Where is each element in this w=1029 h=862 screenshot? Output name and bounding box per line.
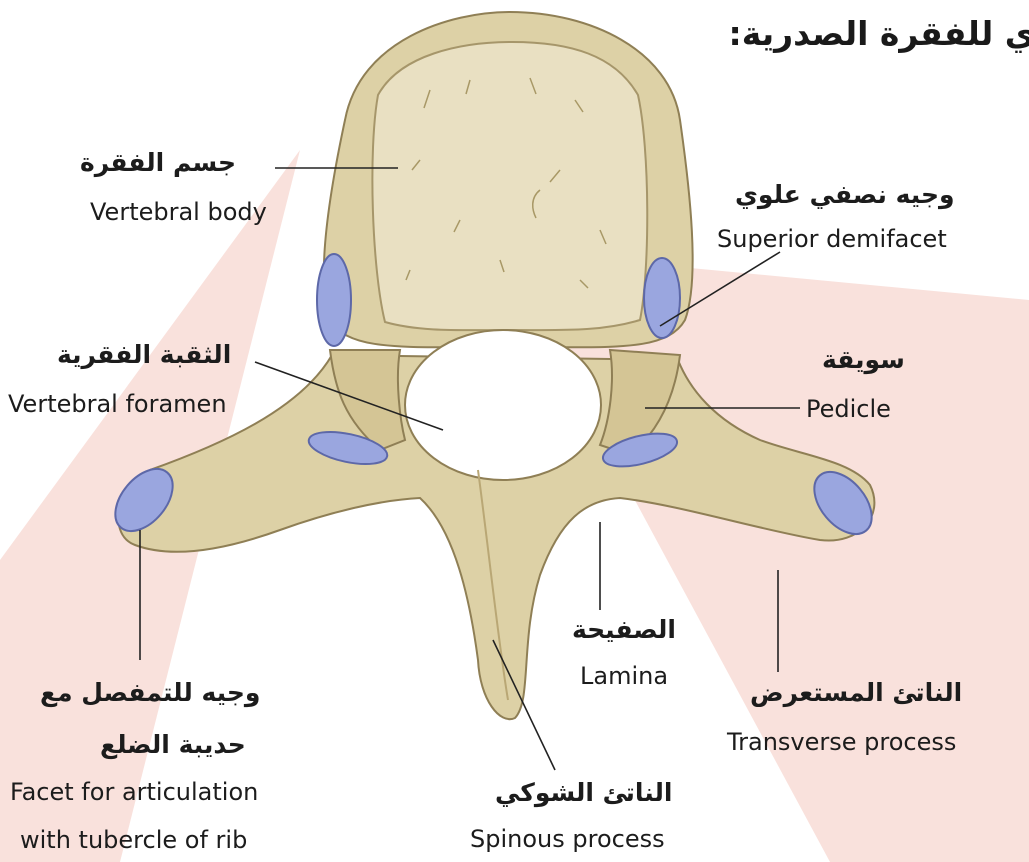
left-costal-demifacet: [317, 254, 351, 346]
label-lamina-en: Lamina: [580, 662, 668, 690]
label-rib-facet-en-line2: with tubercle of rib: [20, 826, 247, 854]
vertebral-foramen: [405, 330, 601, 480]
label-transverse-process-en: Transverse process: [727, 728, 956, 756]
label-superior-demifacet-en: Superior demifacet: [717, 225, 947, 253]
label-lamina-ar: الصفيحة: [572, 615, 676, 644]
label-rib-facet-ar-line2: حديبة الضلع: [100, 730, 246, 759]
label-superior-demifacet-ar: وجيه نصفي علوي: [735, 180, 955, 209]
label-vertebral-foramen-en: Vertebral foramen: [8, 390, 227, 418]
label-rib-facet-en-line1: Facet for articulation: [10, 778, 258, 806]
label-vertebral-body-ar: جسم الفقرة: [80, 148, 236, 177]
body-cancellous-face: [372, 42, 647, 330]
label-transverse-process-ar: الناتئ المستعرض: [750, 678, 962, 707]
label-spinous-process-en: Spinous process: [470, 825, 665, 853]
label-spinous-process-ar: الناتئ الشوكي: [495, 778, 672, 807]
label-vertebral-foramen-ar: الثقبة الفقرية: [57, 340, 231, 369]
page-title: ي للفقرة الصدرية:: [729, 14, 1029, 53]
label-vertebral-body-en: Vertebral body: [90, 198, 267, 226]
label-pedicle-en: Pedicle: [806, 395, 891, 423]
label-pedicle-ar: سويقة: [822, 345, 905, 374]
label-rib-facet-ar-line1: وجيه للتمفصل مع: [40, 678, 260, 707]
superior-demifacet: [644, 258, 680, 338]
